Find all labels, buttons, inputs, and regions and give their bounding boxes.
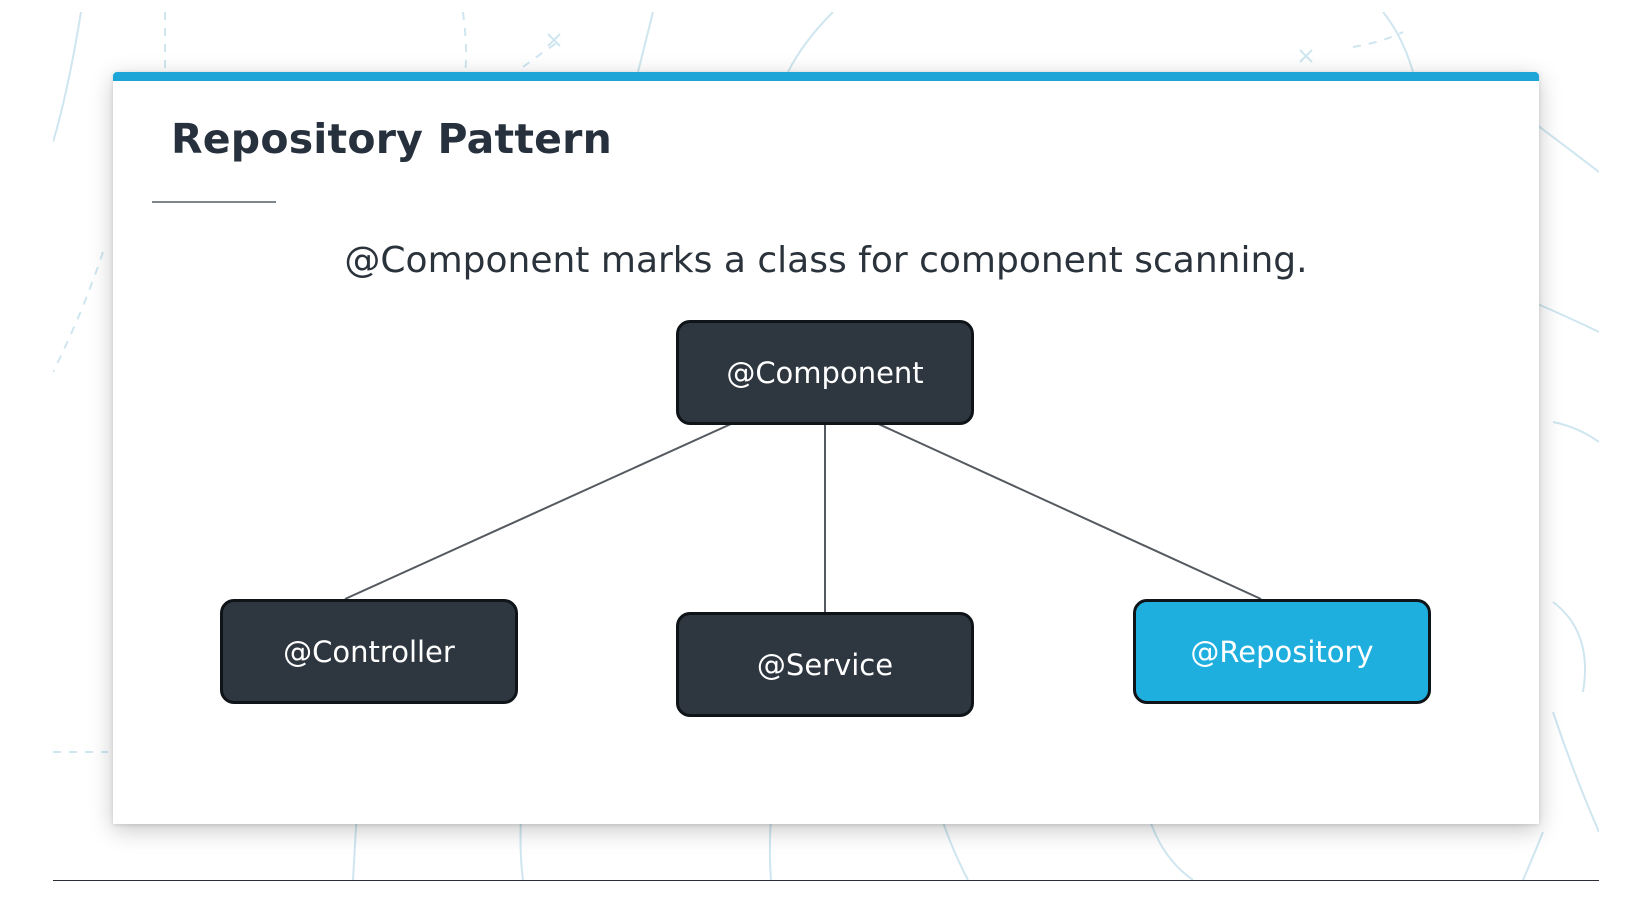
arrow-repository-to-component	[860, 415, 1262, 600]
component-node: @Component	[676, 320, 974, 425]
arrow-controller-to-component	[344, 413, 754, 600]
diagram-arrows	[344, 413, 1262, 612]
controller-node: @Controller	[220, 599, 518, 704]
service-node: @Service	[676, 612, 974, 717]
slide-subtitle: @Component marks a class for component s…	[344, 240, 1308, 281]
repository-node: @Repository	[1133, 599, 1431, 704]
card-accent-bar	[113, 72, 1539, 81]
slide-card: Repository Pattern @Component marks a cl…	[113, 72, 1539, 824]
page-title: Repository Pattern	[171, 115, 612, 163]
title-underline	[152, 201, 276, 203]
frame-bottom-border	[53, 880, 1599, 881]
